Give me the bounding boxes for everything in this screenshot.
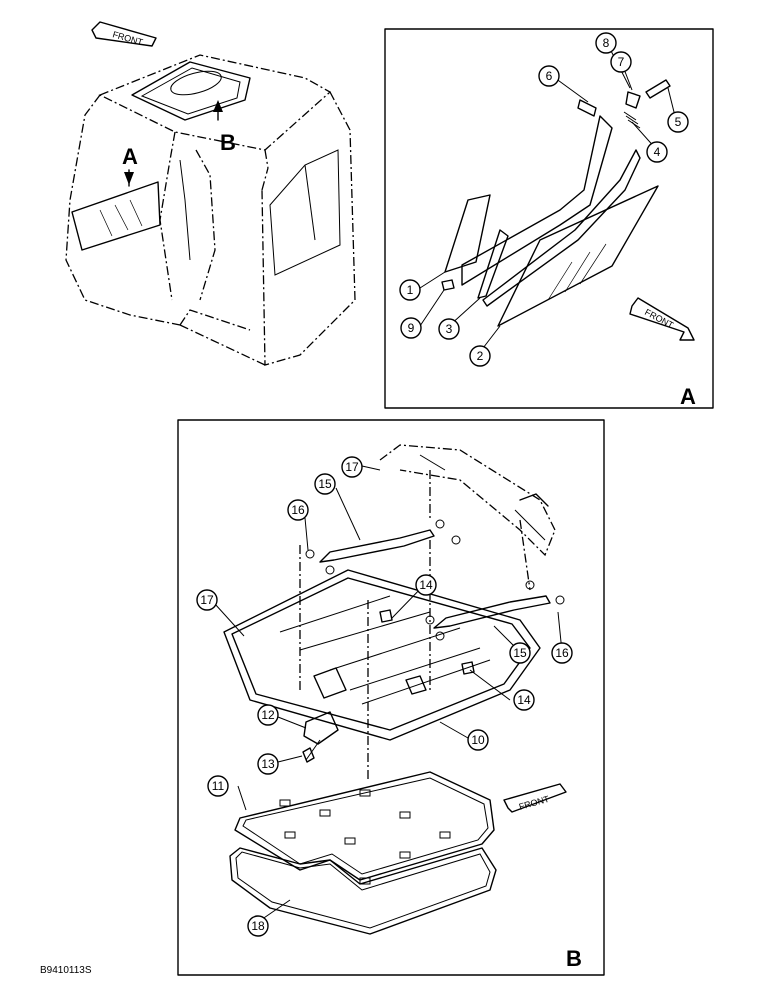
svg-text:18: 18 — [251, 919, 265, 933]
front-arrow-b: FRONT — [503, 783, 567, 813]
svg-text:16: 16 — [555, 646, 569, 660]
svg-text:1: 1 — [407, 283, 414, 297]
callout-5: 5 — [667, 111, 689, 133]
svg-text:17: 17 — [345, 460, 359, 474]
detail-b-panel: FRONT B 17 15 16 17 14 15 16 14 10 12 13… — [177, 419, 605, 976]
svg-text:17: 17 — [200, 593, 214, 607]
svg-text:8: 8 — [603, 36, 610, 50]
svg-text:6: 6 — [546, 69, 553, 83]
view-a-label: A — [680, 384, 696, 409]
callout-17b: 17 — [196, 589, 218, 611]
svg-text:13: 13 — [261, 757, 275, 771]
view-b-label: B — [566, 946, 582, 971]
svg-text:2: 2 — [477, 349, 484, 363]
svg-text:3: 3 — [446, 322, 453, 336]
callout-12: 12 — [257, 704, 279, 726]
callout-18: 18 — [247, 915, 269, 937]
callout-7: 7 — [610, 51, 632, 73]
callout-15a: 15 — [314, 473, 336, 495]
svg-text:14: 14 — [419, 578, 433, 592]
callout-10: 10 — [467, 729, 489, 751]
svg-text:9: 9 — [408, 321, 415, 335]
callout-13: 13 — [257, 753, 279, 775]
callout-1: 1 — [399, 279, 421, 301]
front-arrow-a: FRONT — [629, 297, 695, 341]
front-arrow-cab: FRONT — [91, 21, 157, 48]
svg-text:16: 16 — [291, 503, 305, 517]
svg-text:15: 15 — [513, 646, 527, 660]
callout-4: 4 — [646, 141, 668, 163]
svg-text:15: 15 — [318, 477, 332, 491]
callout-2: 2 — [469, 345, 491, 367]
svg-text:4: 4 — [654, 145, 661, 159]
callout-11: 11 — [207, 775, 229, 797]
callout-15b: 15 — [509, 642, 531, 664]
svg-text:14: 14 — [517, 693, 531, 707]
callout-6: 6 — [538, 65, 560, 87]
callout-16b: 16 — [551, 642, 573, 664]
svg-text:7: 7 — [618, 55, 625, 69]
front-label: FRONT — [111, 29, 144, 47]
callout-8: 8 — [595, 32, 617, 54]
svg-text:5: 5 — [675, 115, 682, 129]
svg-text:11: 11 — [212, 779, 225, 793]
cab-overview: FRONT A B — [65, 21, 356, 366]
view-a-pointer: A — [122, 144, 138, 169]
callout-17a: 17 — [341, 456, 363, 478]
callout-14b: 14 — [513, 689, 535, 711]
detail-a-panel: FRONT A 1 2 3 4 5 6 7 8 9 — [384, 28, 714, 409]
callout-16a: 16 — [287, 499, 309, 521]
callout-3: 3 — [438, 318, 460, 340]
svg-text:10: 10 — [471, 733, 485, 747]
view-b-pointer: B — [220, 130, 236, 155]
callout-9: 9 — [400, 317, 422, 339]
figure-reference: B9410113S — [40, 965, 92, 976]
svg-text:FRONT: FRONT — [518, 794, 551, 812]
callout-14a: 14 — [415, 574, 437, 596]
svg-text:12: 12 — [261, 708, 275, 722]
